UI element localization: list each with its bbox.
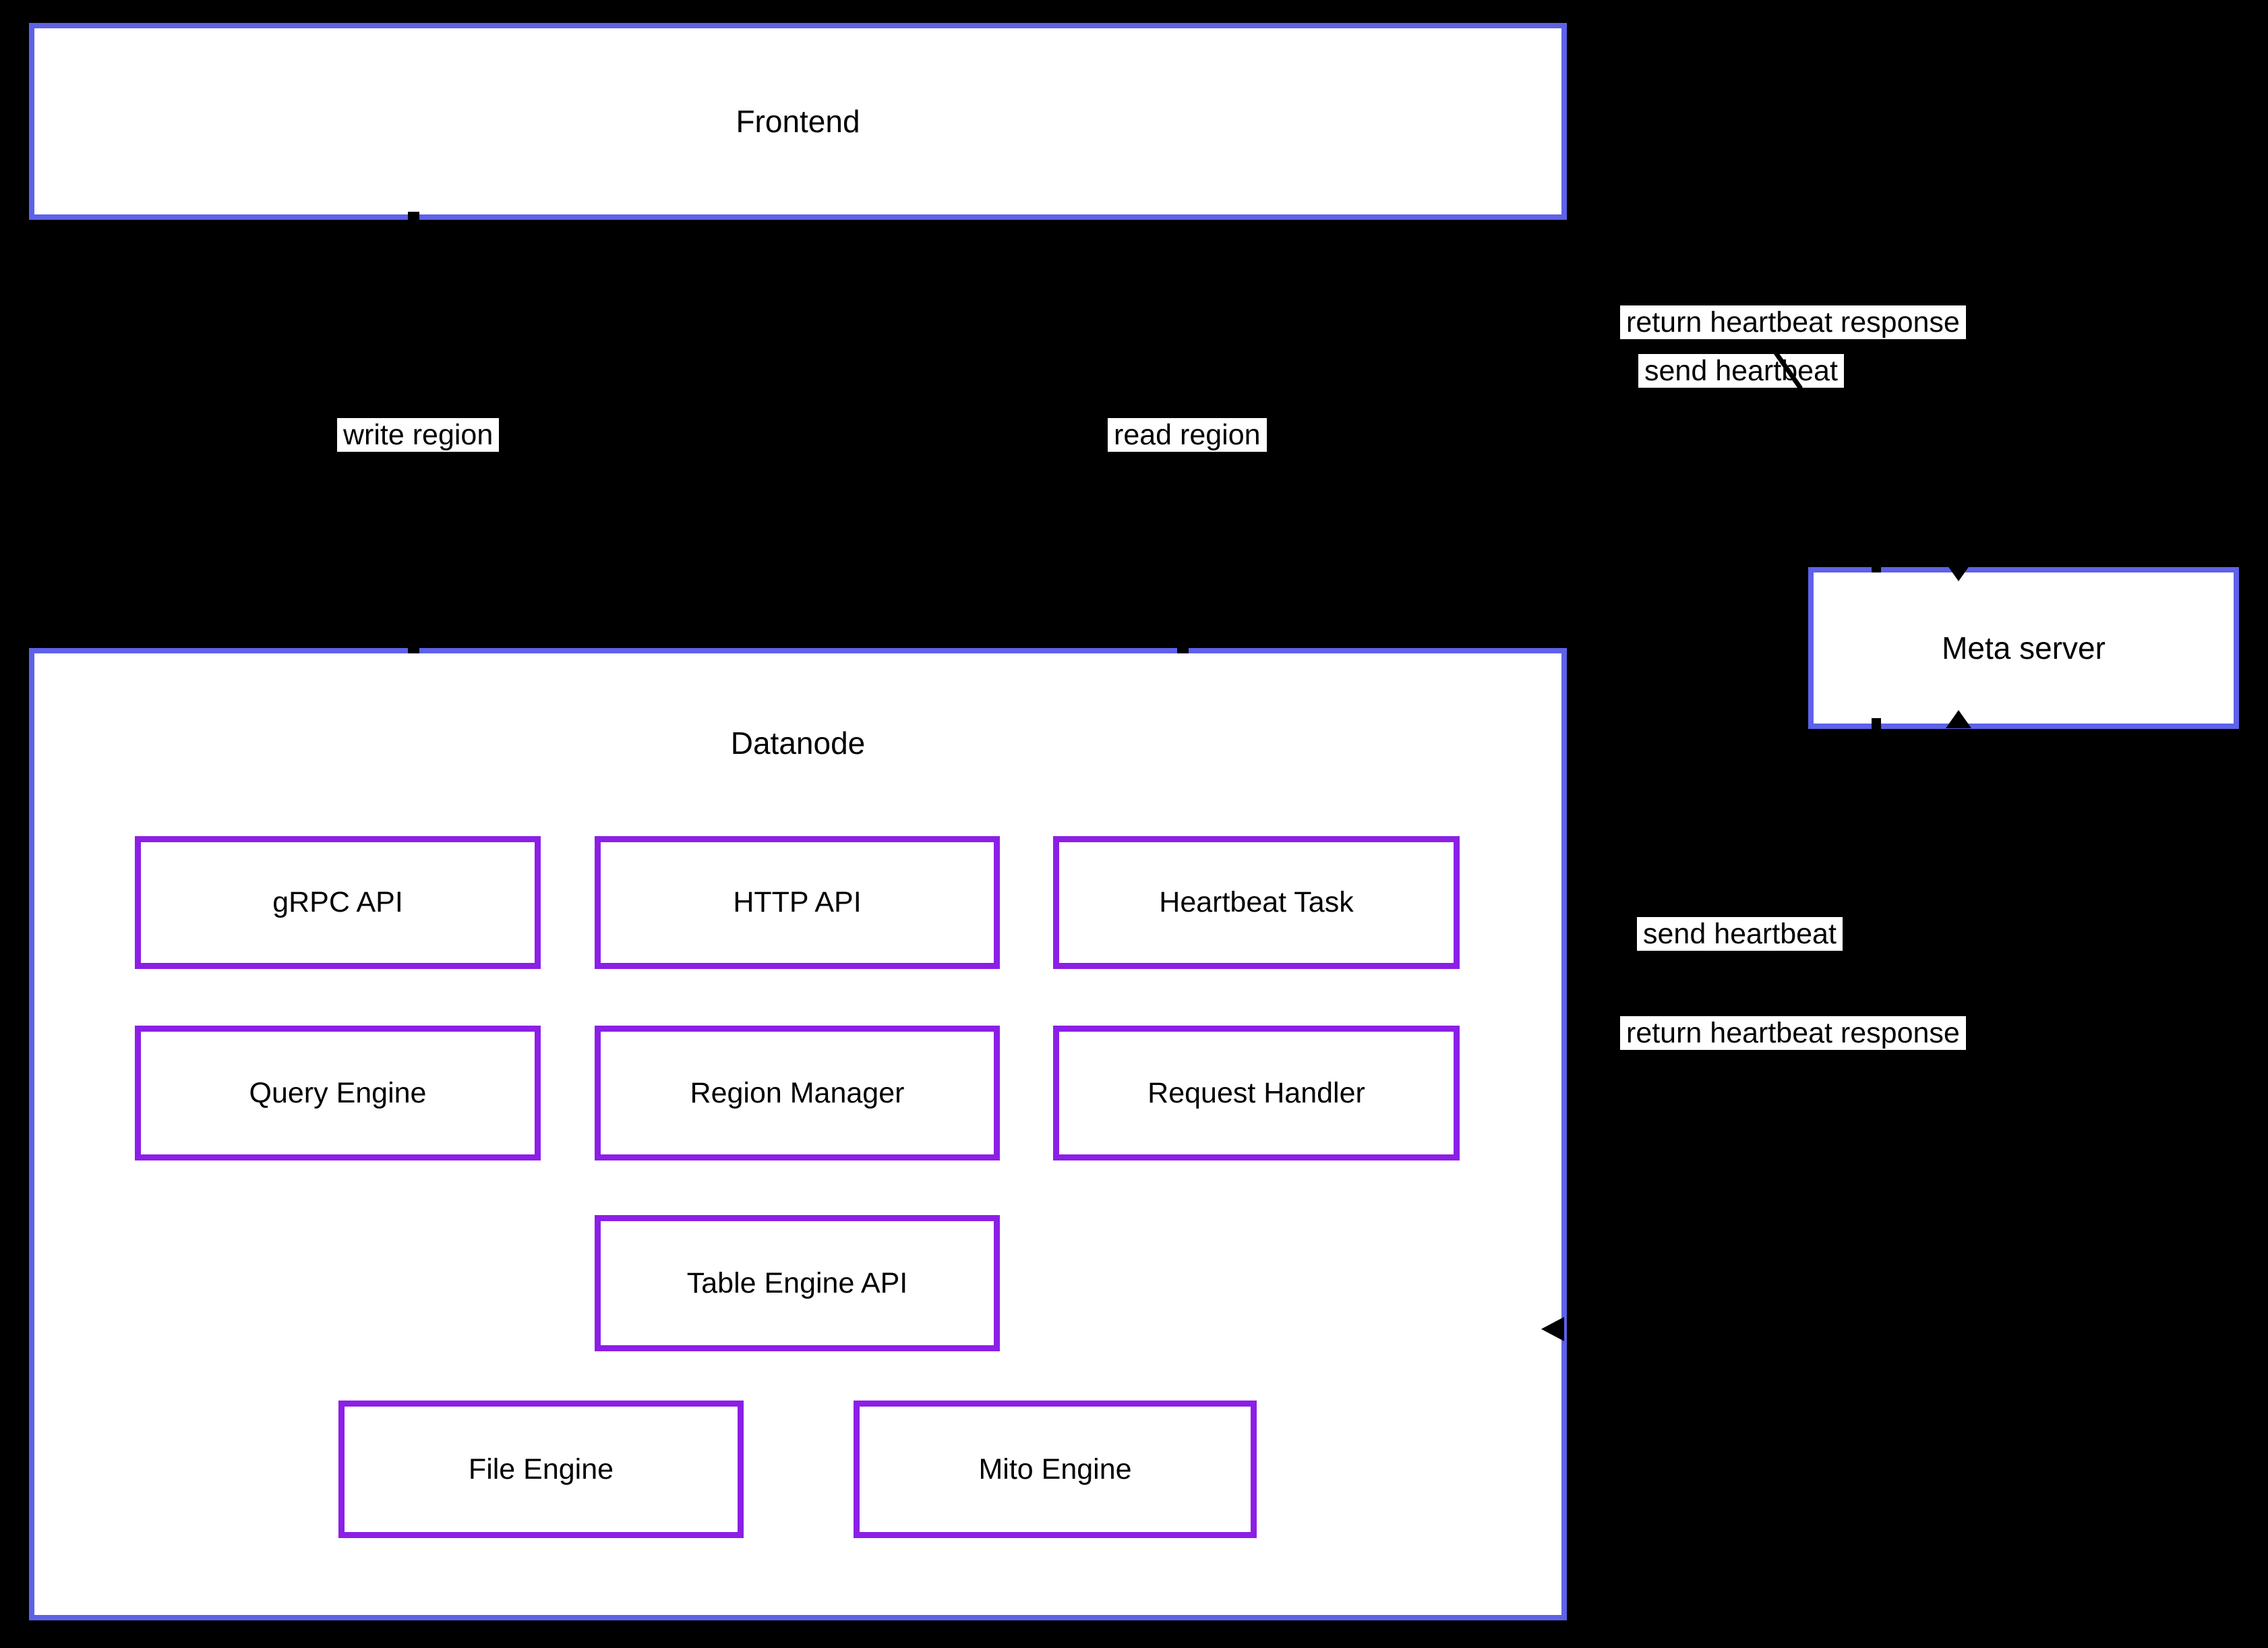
component-request-handler: Request Handler — [1053, 1026, 1460, 1160]
arrowhead-into-meta-bottom-icon — [1946, 710, 1971, 728]
query-engine-label: Query Engine — [249, 1076, 427, 1109]
component-mito-engine: Mito Engine — [854, 1401, 1257, 1538]
component-file-engine: File Engine — [338, 1401, 744, 1538]
component-http-api: HTTP API — [595, 836, 1000, 969]
edge-label-write-region: write region — [337, 418, 500, 452]
arrow-notch-frontend-bottom — [408, 212, 419, 223]
meta-server-label: Meta server — [1942, 630, 2106, 666]
arrow-notch-meta-top — [1872, 562, 1881, 572]
frontend-label: Frontend — [736, 103, 860, 139]
edge-label-read-region: read region — [1108, 418, 1267, 452]
request-handler-label: Request Handler — [1147, 1076, 1365, 1109]
component-region-manager: Region Manager — [595, 1026, 1000, 1160]
http-api-label: HTTP API — [733, 886, 862, 918]
component-table-engine-api: Table Engine API — [595, 1215, 1000, 1351]
arrowhead-into-datanode-right-icon — [1541, 1317, 1564, 1341]
grpc-api-label: gRPC API — [272, 886, 403, 918]
component-heartbeat-task: Heartbeat Task — [1053, 836, 1460, 969]
edge-label-send-heartbeat-frontend: send heartbeat — [1638, 354, 1844, 388]
table-engine-api-label: Table Engine API — [686, 1266, 908, 1299]
edge-label-return-heartbeat-frontend: return heartbeat response — [1620, 305, 1966, 339]
arrow-notch-meta-bottom — [1872, 718, 1881, 729]
mito-engine-label: Mito Engine — [978, 1452, 1132, 1485]
component-grpc-api: gRPC API — [135, 836, 541, 969]
edge-label-return-heartbeat-datanode: return heartbeat response — [1620, 1016, 1966, 1050]
component-query-engine: Query Engine — [135, 1026, 541, 1160]
edge-label-send-heartbeat-datanode: send heartbeat — [1637, 917, 1843, 951]
file-engine-label: File Engine — [468, 1452, 614, 1485]
meta-server-node: Meta server — [1808, 567, 2239, 729]
arrow-notch-datanode-top-write — [408, 643, 419, 653]
datanode-label: Datanode — [730, 726, 866, 761]
arrow-notch-datanode-top-read — [1177, 643, 1189, 653]
frontend-node: Frontend — [29, 23, 1567, 220]
arrowhead-into-meta-top-icon — [1946, 563, 1971, 581]
datanode-node: Datanode gRPC API HTTP API Heartbeat Tas… — [29, 648, 1567, 1620]
region-manager-label: Region Manager — [690, 1076, 905, 1109]
heartbeat-task-label: Heartbeat Task — [1159, 886, 1354, 918]
